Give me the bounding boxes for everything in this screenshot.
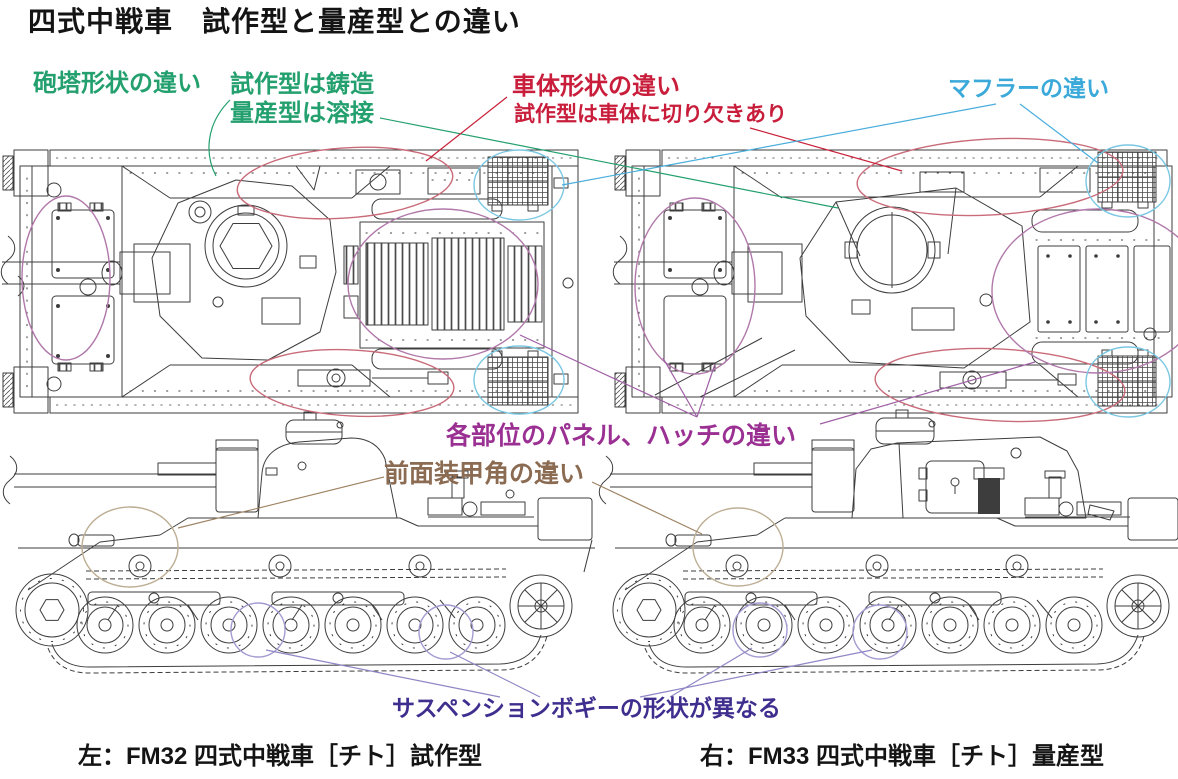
hull-leader-left (425, 96, 508, 162)
hull-leader-right (749, 127, 903, 172)
hull-shape-label: 車体形状の違い (512, 73, 680, 100)
fm33-top-view-drawing (612, 149, 1173, 414)
fm32-side-view-drawing (2, 411, 595, 674)
hull-top-ellipse-fm33 (856, 137, 1124, 217)
panels-leader-front-fm33-a (662, 357, 698, 418)
caption-fm33: 右：FM33 四式中戦車［チト］量産型 (700, 743, 1105, 770)
panels-hatches-label: 各部位のパネル、ハッチの違い (446, 422, 797, 450)
rear-deck-ellipse-fm33 (991, 208, 1178, 374)
panels-leader-front-fm33-b (696, 363, 716, 418)
panels-leader-deck-fm32 (519, 334, 698, 418)
muffler-bottom-ellipse-fm33 (1085, 346, 1171, 418)
bogie-marker-fm33-b (852, 604, 908, 660)
bogie-marker-fm32-b (418, 604, 474, 660)
muffler-bottom-ellipse-fm32 (473, 345, 565, 415)
caption-fm32: 左：FM32 四式中戦車［チト］試作型 (78, 743, 483, 770)
turret-note-line1: 試作型は鋳造 (230, 71, 374, 98)
suspension-leader-fm32-b (449, 651, 541, 698)
turret-leader-right (379, 117, 839, 209)
front-panels-ellipse-fm33 (634, 197, 756, 375)
hull-tools-ellipse-fm32 (249, 348, 455, 418)
muffler-leader-left (561, 103, 997, 186)
turret-shape-label: 砲塔形状の違い (33, 70, 201, 97)
hull-shape-note: 試作型は車体に切り欠きあり (514, 103, 787, 126)
bogie-marker-fm32-a (230, 602, 286, 658)
leader-lines (177, 96, 1099, 698)
hull-notch-ellipse-fm32 (236, 146, 454, 220)
panels-leader-deck-fm33 (819, 361, 1036, 425)
annotation-ellipses (21, 137, 1178, 660)
turret-leader-left (208, 99, 231, 177)
suspension-leader-fm33-a (669, 647, 753, 698)
front-armor-ellipse-fm33 (692, 507, 784, 587)
fm32-top-view-drawing (0, 149, 579, 414)
fm32-road-wheels (76, 596, 506, 654)
turret-note-line2: 量産型は溶接 (230, 100, 374, 127)
front-armor-leader-left (177, 476, 385, 529)
hull-tools-ellipse-fm33 (874, 347, 1126, 423)
suspension-leader-fm33-b (639, 649, 873, 698)
front-armor-leader-right (591, 481, 703, 535)
muffler-label: マフラーの違い (948, 75, 1109, 101)
muffler-top-ellipse-fm33 (1085, 144, 1171, 218)
suspension-leader-fm32-a (265, 649, 501, 698)
turret-shape-note: 試作型は鋳造 量産型は溶接 (230, 70, 374, 128)
suspension-label: サスペンションボギーの形状が異なる (392, 695, 781, 721)
front-panels-ellipse-fm32 (21, 195, 111, 361)
muffler-leader-right (1019, 103, 1099, 164)
page-title: 四式中戦車 試作型と量産型との違い (28, 6, 521, 37)
front-armor-ellipse-fm32 (81, 506, 179, 588)
bogie-marker-fm33-a (732, 602, 788, 658)
front-armor-angle-label: 前面装甲角の違い (384, 460, 585, 488)
engine-deck-ellipse-fm32 (347, 208, 539, 360)
